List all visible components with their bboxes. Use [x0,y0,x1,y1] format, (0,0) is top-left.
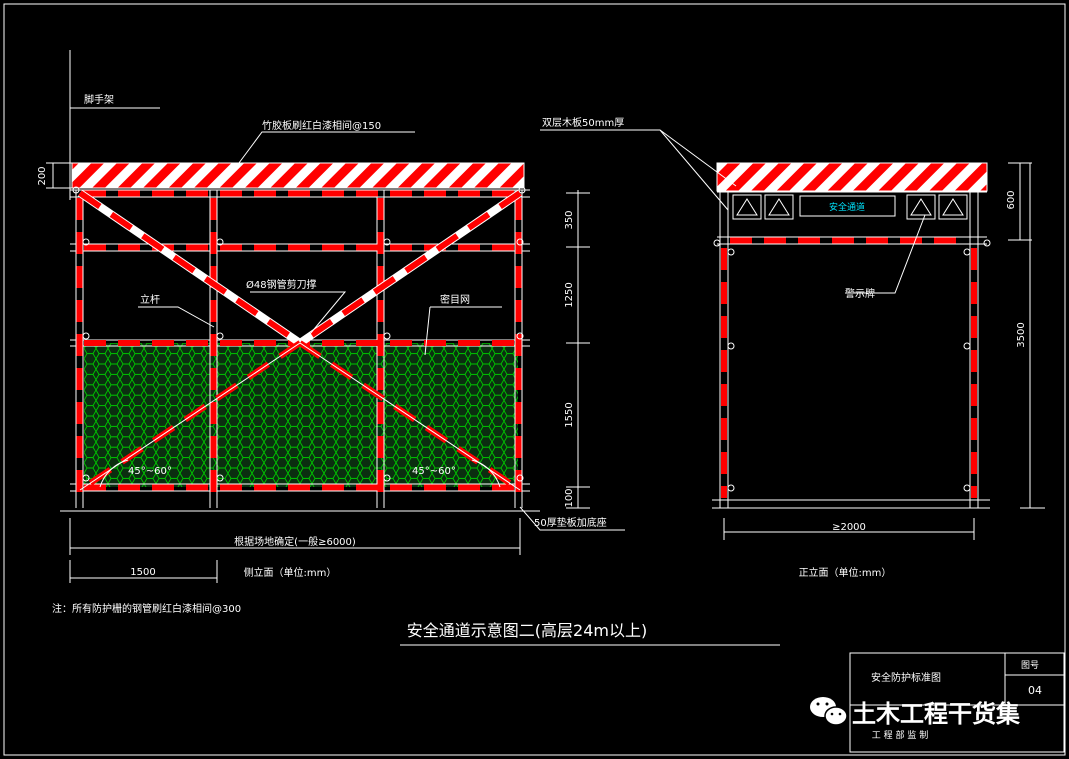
title-block-subtitle: 工 程 部 监 制 [872,729,928,741]
front-width-label: ≥2000 [832,522,866,533]
banner-box [799,195,896,217]
side-leaders [138,131,625,531]
double-plank-label: 双层木板50mm厚 [542,116,624,129]
warning-sign-label: 警示牌 [845,287,875,300]
front-view: 安全通道 双层木板50mm厚 警示牌 ≥2000 正立面（单位:mm） [540,116,1045,579]
warning-signs [732,194,968,220]
front-couplers [713,239,991,492]
side-view: 脚手架 竹胶板刷红白漆相间@150 Ø48钢管剪刀撑 立杆 密目网 50厚垫板加… [37,50,625,583]
span-label: 根据场地确定(一般≥6000) [234,535,356,548]
angle-arc-left [99,459,129,488]
bamboo-board-label: 竹胶板刷红白漆相间@150 [262,119,381,132]
dim-1500: 1500 [130,567,155,578]
dim-3500: 3500 [1016,322,1027,347]
scaffold-label: 脚手架 [84,93,114,106]
dim-1550: 1550 [564,402,575,427]
dense-net-mesh [84,343,518,487]
front-red-dashes [721,237,977,498]
front-leaders [540,129,926,294]
title-block-name: 安全防护标准图 [871,671,941,684]
dim-100: 100 [564,488,575,507]
front-frame [712,191,990,509]
sheet-label: 图号 [1021,660,1039,671]
drawing-note: 注：所有防护栅的钢管刷红白漆相间@300 [52,602,241,615]
drawing-title: 安全通道示意图二(高层24m以上) [407,621,647,640]
hazard-roof-side [71,162,525,189]
brand-watermark: 土木工程干货集 [852,700,1021,728]
hazard-roof-front [716,162,988,192]
side-view-caption: 侧立面（单位:mm） [244,566,337,579]
base-board-label: 50厚垫板加底座 [534,516,607,529]
title-block [849,652,1065,753]
dense-net-label: 密目网 [440,293,470,306]
side-dimension-lines [46,162,590,583]
sheet-number: 04 [1028,684,1042,697]
side-upright-red-dashes [76,198,522,500]
sheet-border [3,3,1066,756]
angle-left-label: 45°~60° [128,466,172,477]
angle-arc-right [471,459,501,488]
front-dimension-lines [723,162,1045,540]
upright-label: 立杆 [140,293,160,306]
dim-200: 200 [37,166,48,185]
dim-1250: 1250 [564,282,575,307]
angle-right-label: 45°~60° [412,466,456,477]
dim-600: 600 [1006,190,1017,209]
front-view-caption: 正立面（单位:mm） [799,566,892,579]
dim-350: 350 [564,210,575,229]
wechat-logo-icon [810,697,848,726]
side-couplers [72,186,526,482]
steel-brace-label: Ø48钢管剪刀撑 [246,278,317,291]
banner-text: 安全通道 [829,201,865,213]
